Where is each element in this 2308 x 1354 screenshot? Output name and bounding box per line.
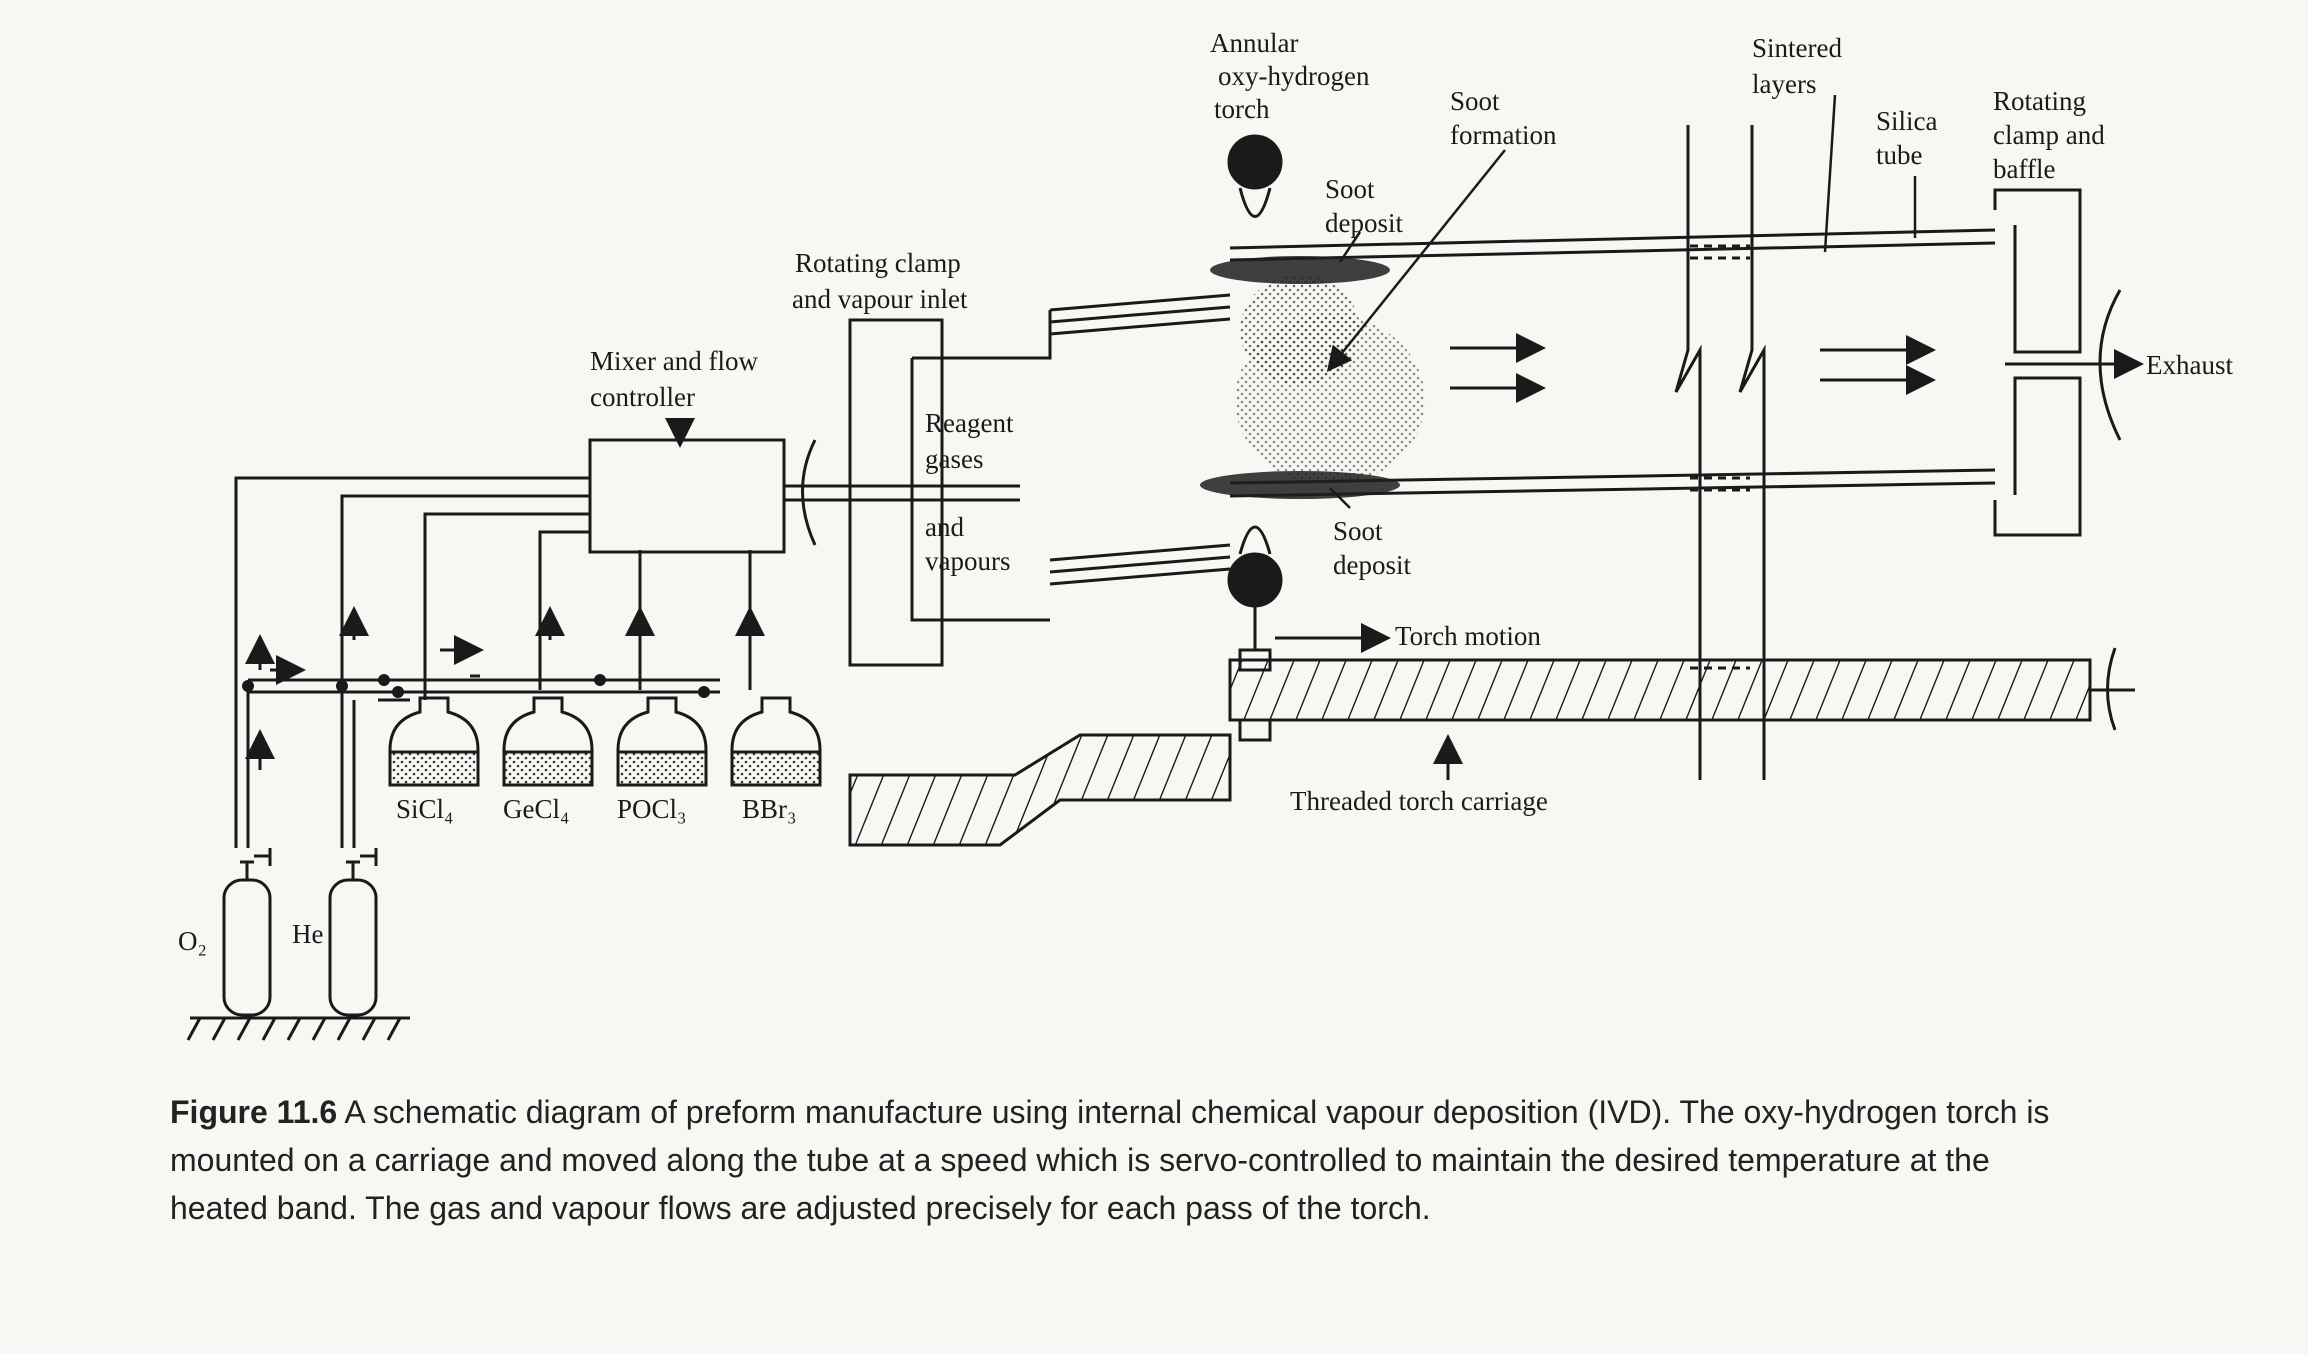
o2-cylinder — [222, 848, 272, 1017]
bottle-label-sicl4: SiCl₄ — [396, 794, 453, 824]
silica-tube-label: Silica tube — [1876, 106, 1944, 170]
carriage-arrows — [1275, 623, 1463, 780]
inlet-clamp — [848, 318, 944, 667]
bottle-gecl4 — [502, 696, 594, 787]
gas-piping — [234, 476, 752, 848]
torch-top — [1227, 134, 1283, 218]
reagent-label: Reagent gases and vapours — [925, 408, 1020, 576]
soot-formation-label: Soot formation — [1450, 86, 1557, 150]
soot-cloud — [1200, 256, 1425, 499]
torch-motion-label: Torch motion — [1395, 621, 1541, 651]
inlet-tube-walls — [910, 293, 1231, 622]
carriage-label: Threaded torch carriage — [1290, 786, 1548, 816]
cylinder-label-he: He — [292, 919, 323, 949]
exit-clamp — [1993, 188, 2122, 537]
bottle-pocl3 — [616, 696, 708, 787]
bottle-label-pocl3: POCl₃ — [617, 794, 686, 824]
bottle-label-gecl4: GeCl₄ — [503, 794, 569, 824]
mixer-outlet — [784, 439, 1020, 546]
label-leader-lines — [1326, 94, 1917, 509]
soot-deposit-top-label: Soot deposit — [1325, 174, 1403, 238]
mixer-box — [588, 438, 786, 554]
mixer-label: Mixer and flow controller — [590, 346, 765, 412]
exhaust-label: Exhaust — [2146, 350, 2233, 380]
rotating-clamp-baffle-label: Rotating clamp and baffle — [1993, 86, 2111, 184]
bottle-label-bbr3: BBr₃ — [742, 794, 796, 824]
caption-text-1: A schematic diagram of preform manufactu… — [344, 1094, 2050, 1130]
pipe-junctions — [242, 674, 710, 698]
cylinder-label-o2: O₂ — [178, 926, 207, 956]
threaded-carriage — [848, 647, 2135, 847]
ground — [186, 1016, 410, 1041]
flow-arrows — [245, 418, 765, 770]
torch-label: Annular oxy-hydrogen torch — [1210, 28, 1376, 124]
bottle-sicl4 — [388, 696, 480, 787]
tube-flow-arrows — [1450, 333, 2144, 403]
torch-bottom — [1227, 525, 1283, 672]
break-marks — [1674, 125, 1766, 780]
soot-deposit-bottom-label: Soot deposit — [1333, 516, 1411, 580]
bottle-bbr3 — [730, 696, 822, 787]
inlet-clamp-label: Rotating clamp and vapour inlet — [792, 248, 968, 314]
he-cylinder — [328, 848, 378, 1017]
caption-line-2: mounted on a carriage and moved along th… — [170, 1142, 1990, 1178]
caption-line-3: heated band. The gas and vapour flows ar… — [170, 1190, 1431, 1226]
figure-number: Figure 11.6 — [170, 1094, 338, 1130]
sintered-layers-label: Sintered layers — [1752, 33, 1849, 99]
caption-line-1: Figure 11.6 A schematic diagram of prefo… — [170, 1088, 2049, 1136]
